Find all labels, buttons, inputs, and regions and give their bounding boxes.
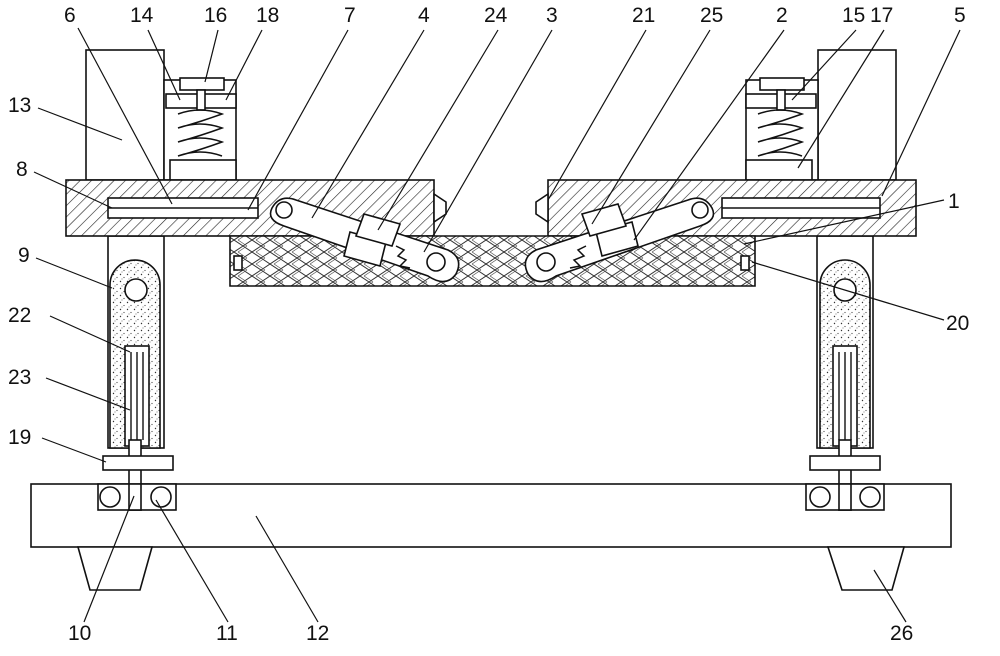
leader-lines bbox=[33, 27, 961, 623]
left-clamp-notch bbox=[233, 255, 243, 271]
right-nut bbox=[809, 455, 881, 471]
label-23: 23 bbox=[8, 366, 31, 389]
label-2: 2 bbox=[776, 4, 788, 27]
right-spring-base bbox=[745, 159, 813, 181]
label-16: 16 bbox=[204, 4, 227, 27]
left-foot bbox=[76, 546, 154, 591]
right-link-arm bbox=[524, 197, 715, 283]
right-cylinder-spring bbox=[569, 245, 587, 269]
label-10: 10 bbox=[68, 622, 91, 645]
left-arm-upper-pin bbox=[275, 201, 293, 219]
part-labels: 6 14 16 18 7 4 24 3 21 25 2 15 17 5 13 8… bbox=[8, 4, 969, 645]
label-13: 13 bbox=[8, 94, 31, 117]
label-26: 26 bbox=[890, 622, 913, 645]
label-1: 1 bbox=[948, 190, 960, 213]
label-6: 6 bbox=[64, 4, 76, 27]
right-column bbox=[805, 235, 885, 511]
label-14: 14 bbox=[130, 4, 154, 27]
label-22: 22 bbox=[8, 304, 31, 327]
left-spring-base bbox=[169, 159, 237, 181]
right-spring bbox=[757, 109, 805, 157]
label-3: 3 bbox=[546, 4, 558, 27]
label-25: 25 bbox=[700, 4, 723, 27]
label-20: 20 bbox=[946, 312, 969, 335]
left-cylinder-spring bbox=[395, 245, 411, 269]
label-17: 17 bbox=[870, 4, 893, 27]
left-spring bbox=[177, 109, 225, 157]
right-top-block bbox=[817, 49, 897, 181]
label-15: 15 bbox=[842, 4, 865, 27]
base-assembly bbox=[30, 483, 952, 591]
right-spring-assembly bbox=[745, 77, 817, 181]
label-5: 5 bbox=[954, 4, 966, 27]
label-4: 4 bbox=[418, 4, 430, 27]
label-21: 21 bbox=[632, 4, 655, 27]
label-7: 7 bbox=[344, 4, 356, 27]
right-ball-2 bbox=[859, 486, 881, 508]
left-pivot-pin bbox=[124, 278, 148, 302]
left-spring-assembly bbox=[165, 77, 237, 181]
left-ball-1 bbox=[99, 486, 121, 508]
left-spring-cap bbox=[179, 77, 225, 91]
right-spring-cap bbox=[759, 77, 805, 91]
label-24: 24 bbox=[484, 4, 508, 27]
label-19: 19 bbox=[8, 426, 31, 449]
clamp-body bbox=[229, 235, 756, 287]
label-9: 9 bbox=[18, 244, 30, 267]
right-cylinder-head bbox=[580, 203, 628, 237]
right-foot bbox=[826, 546, 906, 591]
right-arm-upper-pin bbox=[691, 201, 709, 219]
base-plate bbox=[30, 483, 952, 548]
label-12: 12 bbox=[306, 622, 329, 645]
label-18: 18 bbox=[256, 4, 279, 27]
left-nut bbox=[102, 455, 174, 471]
left-arm-lower-pin bbox=[426, 252, 446, 272]
right-arm-lower-pin bbox=[536, 252, 556, 272]
right-crossbar-tip bbox=[535, 192, 549, 224]
left-ball-2 bbox=[150, 486, 172, 508]
right-ball-1 bbox=[809, 486, 831, 508]
right-clamp-notch bbox=[740, 255, 750, 271]
label-8: 8 bbox=[16, 158, 28, 181]
label-11: 11 bbox=[216, 622, 238, 645]
left-column bbox=[97, 235, 177, 511]
